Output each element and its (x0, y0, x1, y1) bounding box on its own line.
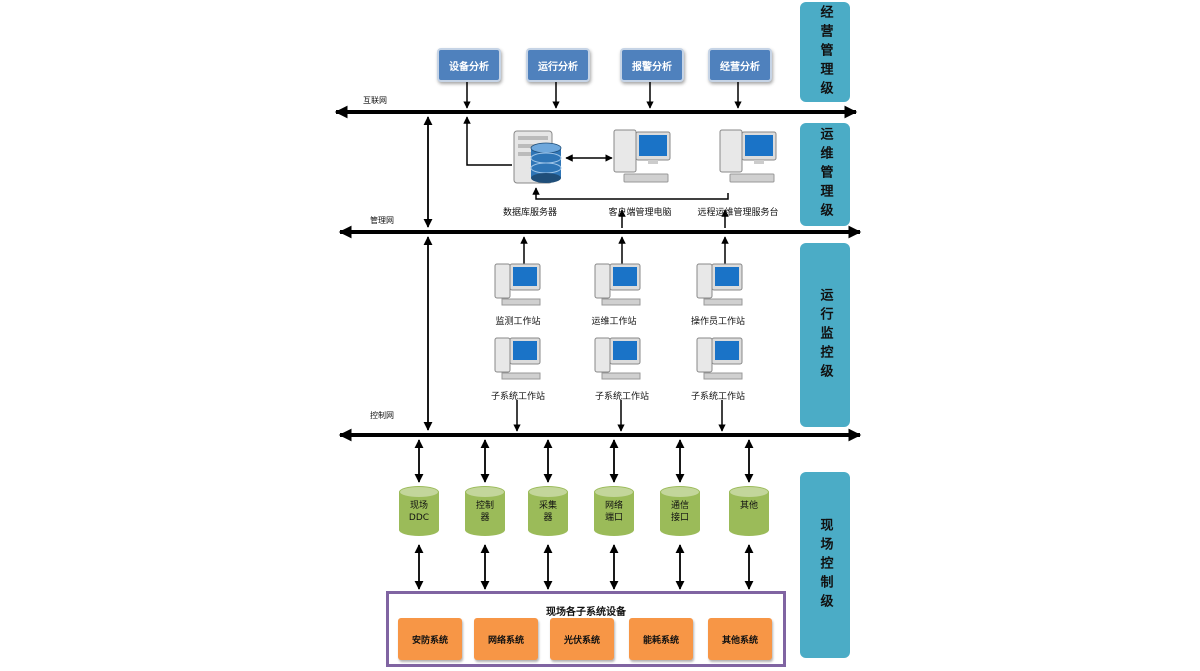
db-server-label: 数据库服务器 (502, 208, 558, 218)
energy-system-button[interactable]: 能耗系统 (629, 618, 693, 660)
ops-workstation-label: 运维工作站 (591, 317, 637, 327)
database-icon (530, 142, 562, 183)
subsystem-workstation-label-1: 子系统工作站 (490, 392, 546, 402)
monitor-workstation-label: 监测工作站 (495, 317, 541, 327)
operation-analysis-button[interactable]: 运行分析 (526, 48, 590, 82)
pv-system-button[interactable]: 光伏系统 (550, 618, 614, 660)
network-port-device: 网络端口 (594, 486, 634, 536)
other-system-button[interactable]: 其他系统 (708, 618, 772, 660)
control-network-label: 控制网 (370, 411, 394, 420)
client-pc-label: 客户端管理电脑 (608, 208, 672, 218)
computer-icon (613, 129, 671, 183)
computer-icon (494, 337, 541, 380)
level-field-control: 现场控制级 (800, 472, 850, 658)
comm-interface-device: 通信接口 (660, 486, 700, 536)
field-box-title: 现场各子系统设备 (546, 607, 626, 618)
level-run-monitor: 运行监控级 (800, 243, 850, 427)
internet-label: 互联网 (363, 96, 387, 105)
operator-workstation-label: 操作员工作站 (690, 317, 746, 327)
level-business: 经营管理级 (800, 2, 850, 102)
other-device: 其他 (729, 486, 769, 536)
network-system-button[interactable]: 网络系统 (474, 618, 538, 660)
business-analysis-button[interactable]: 经营分析 (708, 48, 772, 82)
equipment-analysis-button[interactable]: 设备分析 (437, 48, 501, 82)
remote-service-label: 远程运维管理服务台 (697, 208, 779, 218)
collector-device: 采集器 (528, 486, 568, 536)
controller-device: 控制器 (465, 486, 505, 536)
computer-icon (494, 263, 541, 306)
subsystem-workstation-label-3: 子系统工作站 (690, 392, 746, 402)
level-ops-maintenance: 运维管理级 (800, 123, 850, 226)
security-system-button[interactable]: 安防系统 (398, 618, 462, 660)
computer-icon (594, 263, 641, 306)
alarm-analysis-button[interactable]: 报警分析 (620, 48, 684, 82)
computer-icon (719, 129, 777, 183)
computer-icon (696, 263, 743, 306)
management-network-label: 管理网 (370, 216, 394, 225)
computer-icon (594, 337, 641, 380)
subsystem-workstation-label-2: 子系统工作站 (594, 392, 650, 402)
computer-icon (696, 337, 743, 380)
